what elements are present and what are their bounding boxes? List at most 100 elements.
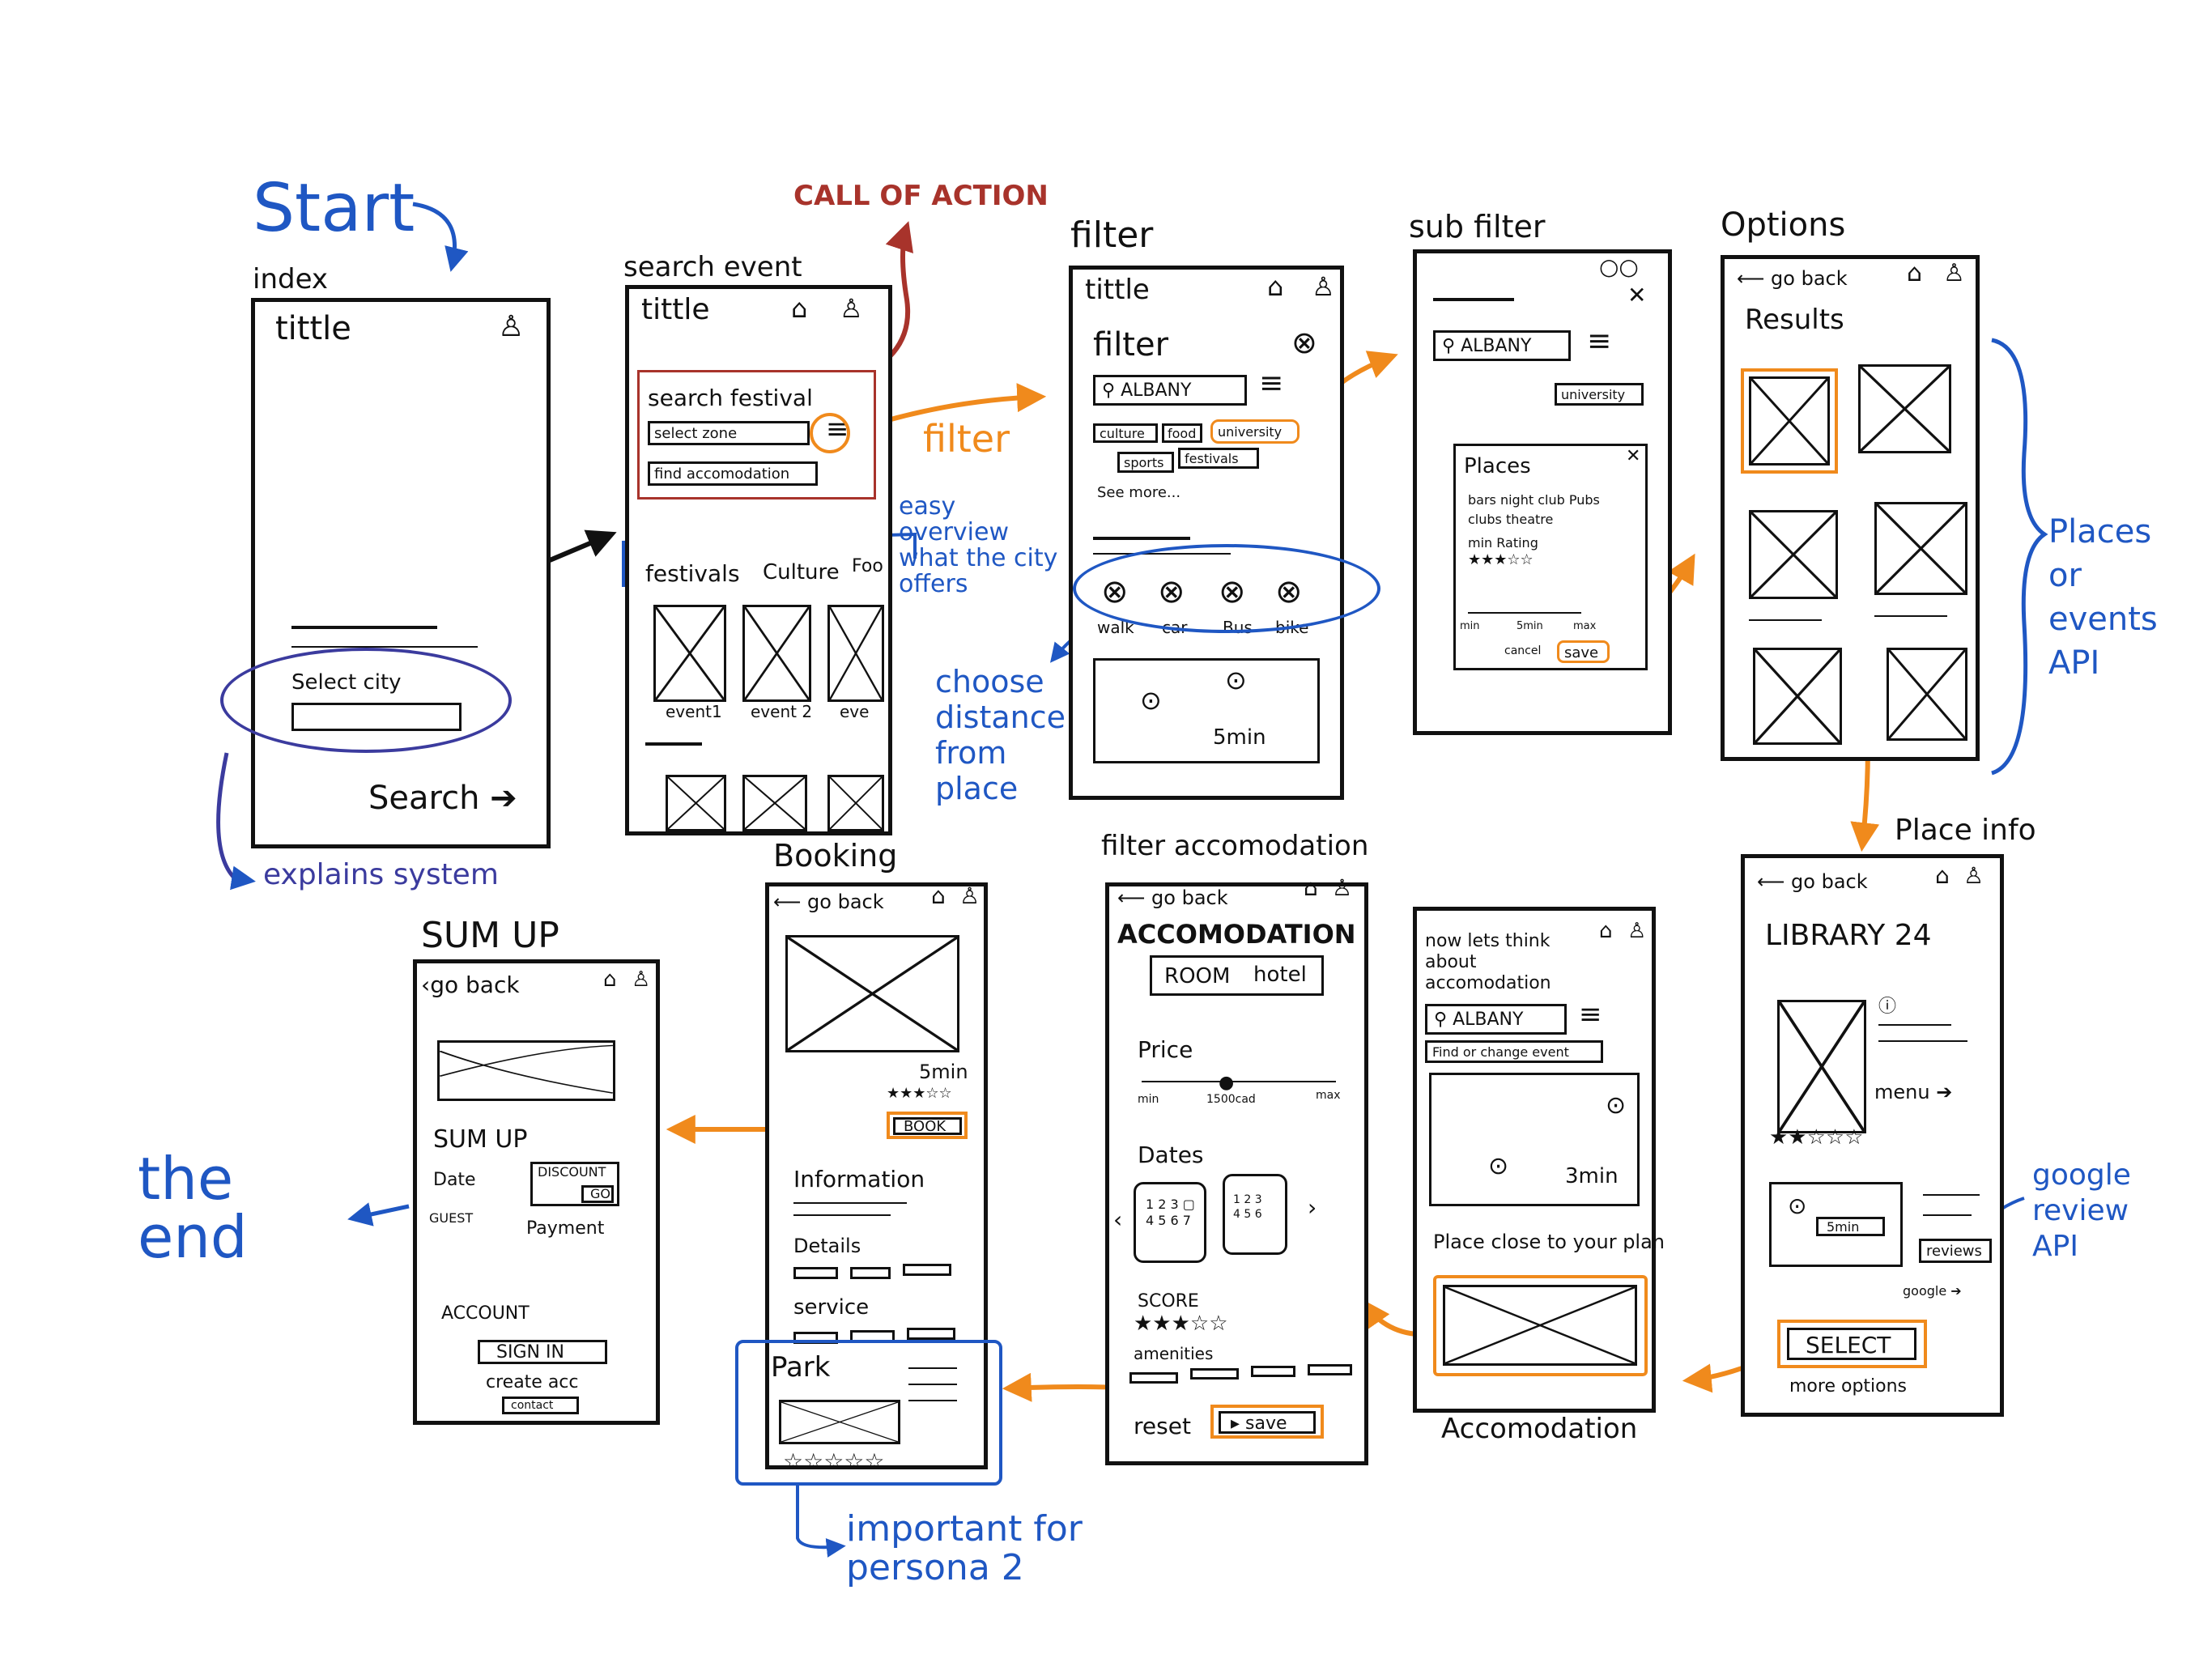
room-hotel-toggle[interactable]: ROOM hotel [1150,955,1324,996]
category-festivals[interactable]: festivals [645,560,740,587]
go-back-link[interactable]: ⟵ go back [1117,886,1228,909]
accom-search-input[interactable]: ⚲ ALBANY [1425,1004,1567,1035]
reset-button[interactable]: reset [1134,1413,1191,1439]
event-image-placeholder[interactable] [827,605,884,702]
distance-slider[interactable] [1468,612,1581,614]
subfilter-search-input[interactable]: ⚲ ALBANY [1433,330,1571,361]
price-slider-handle[interactable]: ● [1219,1073,1234,1093]
select-button[interactable]: SELECT [1777,1320,1927,1368]
event-image-placeholder[interactable] [742,605,811,702]
tag-food[interactable]: food [1162,423,1202,443]
next-month-icon[interactable]: › [1308,1194,1317,1221]
home-icon[interactable]: ⌂ [1304,874,1318,901]
tag-sports[interactable]: sports [1117,452,1174,473]
pin-icon: ⊙ [1225,665,1247,695]
home-icon[interactable]: ⌂ [791,293,807,324]
event-image-placeholder[interactable] [742,775,807,831]
home-icon[interactable]: ⌂ [1599,919,1613,943]
select-zone-input[interactable]: select zone [648,421,810,445]
search-button[interactable]: Search ➔ [368,780,517,817]
result-thumbnail[interactable] [1858,364,1951,453]
info-icon[interactable]: ⓘ [1878,992,1896,1018]
close-icon[interactable]: ⊗ [1291,325,1317,360]
filter-heading: filter [1093,326,1168,363]
event-image-placeholder[interactable] [827,775,884,831]
discount-box[interactable]: DISCOUNT GO [530,1162,619,1206]
cancel-button[interactable]: cancel [1504,644,1541,657]
amenity-chip[interactable] [1251,1366,1295,1377]
save-button[interactable]: ▸ save [1210,1405,1324,1439]
result-thumbnail[interactable] [1749,510,1838,599]
accom-map[interactable]: ⊙ ⊙ 3min [1429,1073,1640,1206]
google-link[interactable]: google ➔ [1903,1283,1962,1299]
menu-icon[interactable]: ≡ [1579,998,1602,1031]
more-options-link[interactable]: more options [1789,1376,1907,1397]
close-icon[interactable]: ✕ [1626,446,1640,466]
place-map[interactable]: ⊙ 5min [1769,1182,1903,1267]
user-icon[interactable]: ♙ [1627,919,1646,943]
book-button[interactable]: BOOK [887,1112,968,1139]
category-food[interactable]: Foo [852,556,883,576]
category-culture[interactable]: Culture [763,560,840,585]
home-icon[interactable]: ⌂ [603,967,617,992]
menu-icon[interactable]: ≡ [1587,325,1611,358]
go-back-link[interactable]: ⟵ go back [773,891,884,913]
result-thumbnail[interactable] [1749,376,1830,466]
user-icon[interactable]: ♙ [632,967,650,992]
event-image-placeholder[interactable] [666,775,726,831]
score-stars[interactable]: ★★★☆☆ [1134,1312,1228,1336]
explains-system-highlight [220,648,512,753]
tag-university[interactable]: university [1555,383,1644,406]
go-back-link[interactable]: ‹go back [421,971,520,998]
accom-option-card[interactable] [1433,1275,1648,1376]
close-icon[interactable]: ✕ [1627,282,1646,308]
filter-search-input[interactable]: ⚲ ALBANY [1093,375,1247,406]
amenity-chip[interactable] [1308,1364,1352,1375]
toggle-hotel[interactable]: hotel [1253,963,1307,987]
prev-month-icon[interactable]: ‹ [1113,1206,1122,1233]
go-back-link[interactable]: ⟵ go back [1737,267,1848,290]
sign-in-button[interactable]: SIGN IN [478,1340,607,1364]
tag-festivals[interactable]: festivals [1178,448,1259,469]
go-button[interactable]: GO [581,1185,614,1203]
user-icon[interactable]: ♙ [1332,874,1352,901]
user-icon[interactable]: ♙ [498,310,524,343]
tag-culture[interactable]: culture [1093,423,1158,443]
park-image-placeholder[interactable] [779,1400,900,1444]
home-icon[interactable]: ⌂ [931,882,946,909]
user-icon[interactable]: ♙ [1943,259,1965,287]
toggle-room[interactable]: ROOM [1164,964,1230,988]
rating-stars[interactable]: ★★★☆☆ [1468,551,1534,568]
go-back-link[interactable]: ⟵ go back [1757,870,1868,893]
create-account-link[interactable]: create acc [486,1372,579,1392]
menu-link[interactable]: menu ➔ [1874,1081,1952,1103]
sumup-screen: ‹go back ⌂ ♙ SUM UP Date DISCOUNT GO GUE… [413,959,660,1425]
distance-map[interactable]: ⊙ ⊙ 5min [1093,658,1320,763]
result-thumbnail[interactable] [1753,648,1842,745]
find-accomodation-button[interactable]: find accomodation [648,461,818,486]
user-icon[interactable]: ♙ [959,882,980,909]
divider [908,1384,957,1385]
home-icon[interactable]: ⌂ [1267,271,1283,302]
event-image-placeholder[interactable] [653,605,726,702]
contact-button[interactable]: contact [502,1397,579,1414]
tag-university[interactable]: university [1210,419,1300,444]
save-button[interactable]: save [1557,640,1610,663]
change-event-button[interactable]: Find or change event [1425,1040,1603,1063]
min-rating-label: min Rating [1468,535,1538,551]
calendar-month[interactable]: 1 2 3 ▢4 5 6 7 [1134,1182,1206,1263]
see-more-link[interactable]: See more... [1097,484,1180,501]
home-icon[interactable]: ⌂ [1907,259,1922,287]
price-slider[interactable] [1142,1081,1336,1082]
amenity-chip[interactable] [1129,1372,1178,1384]
home-icon[interactable]: ⌂ [1935,862,1950,889]
user-icon[interactable]: ♙ [840,293,863,324]
user-icon[interactable]: ♙ [1963,862,1984,889]
menu-icon[interactable]: ≡ [1259,367,1283,400]
amenity-chip[interactable] [1190,1368,1239,1380]
result-thumbnail[interactable] [1874,502,1967,595]
user-icon[interactable]: ♙ [1312,271,1335,302]
reviews-button[interactable]: reviews [1919,1239,1992,1263]
result-thumbnail[interactable] [1887,648,1967,741]
